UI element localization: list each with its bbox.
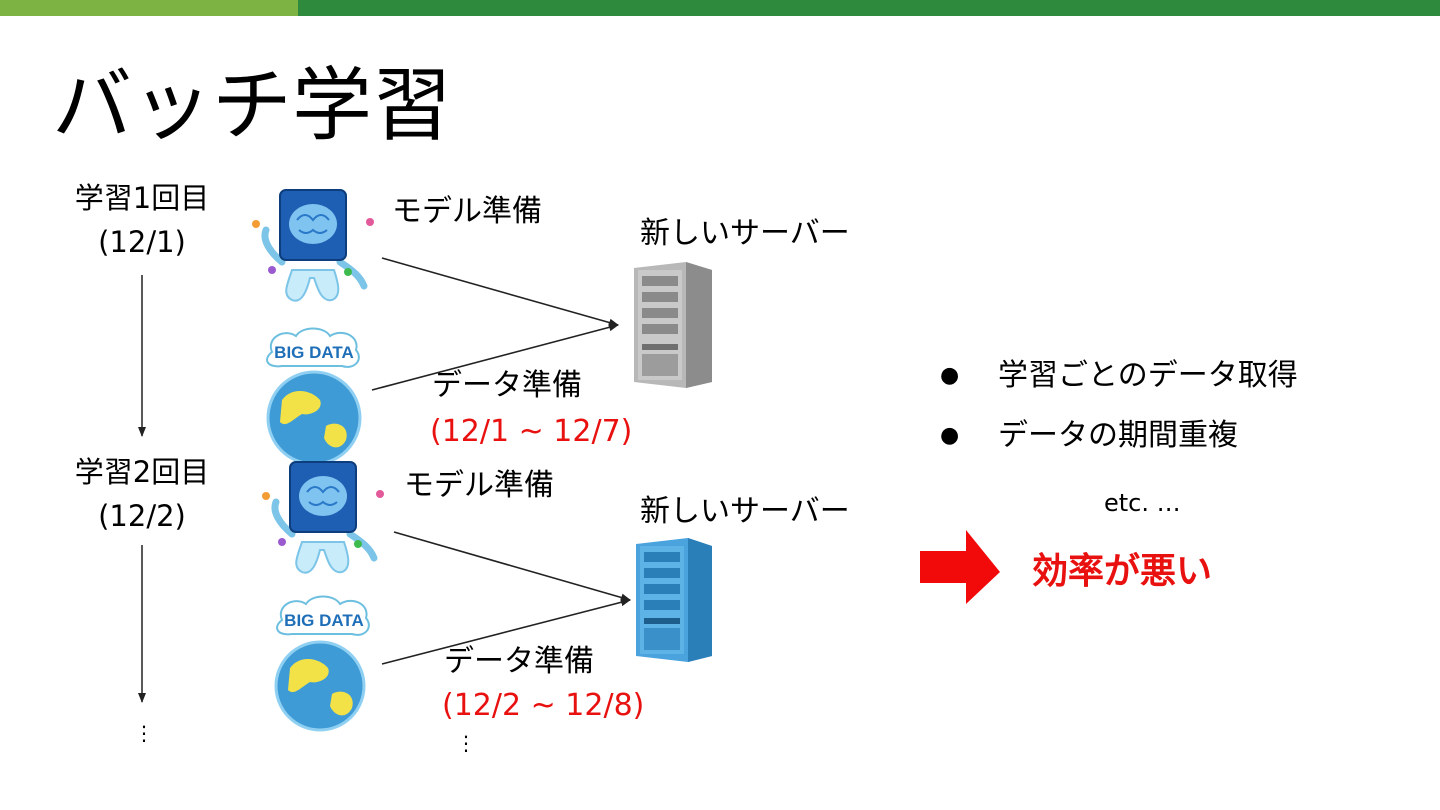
data-range-label: (12/2 ~ 12/8) xyxy=(442,688,645,723)
server-label: 新しいサーバー xyxy=(640,494,850,529)
server-blue-icon xyxy=(636,538,712,662)
big-data-text: BIG DATA xyxy=(274,343,354,362)
bullet-dot-icon: ● xyxy=(940,363,960,388)
model-to-server-arrow-2 xyxy=(393,531,631,602)
bullet-text: データの期間重複 xyxy=(998,418,1238,453)
timeline-ellipsis: ⋮ xyxy=(134,721,154,745)
bullet-text: 学習ごとのデータ取得 xyxy=(998,358,1298,393)
server-label: 新しいサーバー xyxy=(640,216,850,251)
data-to-server-arrow-2 xyxy=(381,598,631,665)
etc-label: etc. … xyxy=(1104,489,1181,517)
header-accent-bar xyxy=(298,0,1440,16)
bullet-item: ● データの期間重複 xyxy=(940,416,1238,456)
model-to-server-arrow-1 xyxy=(381,257,619,327)
big-red-arrow-icon xyxy=(920,530,1000,604)
server-gray-icon xyxy=(634,262,712,388)
ai-brain-figure-icon xyxy=(262,461,384,574)
data-to-server-arrow-1 xyxy=(371,323,619,391)
ai-brain-figure-icon xyxy=(252,189,374,302)
bullet-dot-icon: ● xyxy=(940,423,960,448)
data-range-label: (12/1 ~ 12/7) xyxy=(430,414,633,449)
data-prep-label: データ準備 xyxy=(432,368,582,403)
big-data-text: BIG DATA xyxy=(284,611,364,630)
model-prep-label: モデル準備 xyxy=(392,194,542,229)
round-1-label: 学習1回目 xyxy=(74,181,210,215)
round-2-date: (12/2) xyxy=(98,499,186,533)
data-prep-label: データ準備 xyxy=(444,644,594,679)
header-accent-bar-light xyxy=(0,0,298,16)
round-2-label: 学習2回目 xyxy=(74,455,210,489)
diagram-ellipsis: ⋮ xyxy=(456,731,476,755)
round-1-date: (12/1) xyxy=(98,225,186,259)
big-data-globe-icon: BIG DATA xyxy=(274,595,370,732)
slide-title: バッチ学習 xyxy=(52,59,452,152)
conclusion-label: 効率が悪い xyxy=(1032,551,1213,592)
big-data-globe-icon: BIG DATA xyxy=(266,327,362,466)
bullet-item: ● 学習ごとのデータ取得 xyxy=(940,356,1298,396)
model-prep-label: モデル準備 xyxy=(404,468,554,503)
